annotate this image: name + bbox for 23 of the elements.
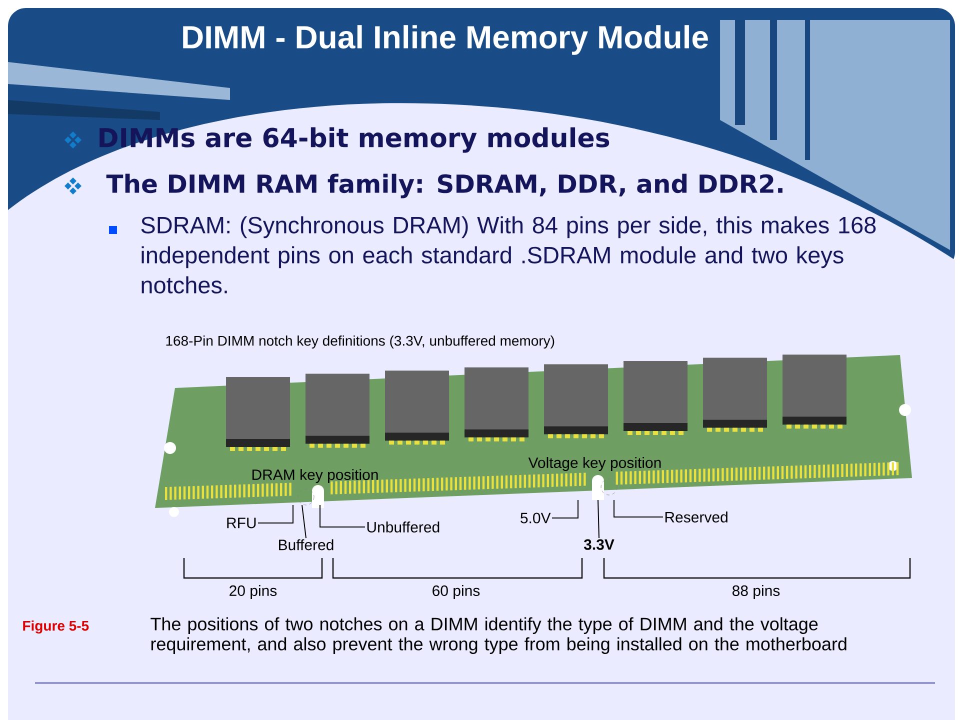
leader-line [302, 504, 306, 538]
slide-title: DIMM - Dual Inline Memory Module [183, 25, 708, 55]
leader-label: 3.3V [584, 539, 614, 550]
figure-number: Figure 5-5 [23, 620, 89, 634]
bullet-text: The DIMM RAM family: SDRAM, DDR, and DDR2. [106, 174, 782, 198]
leader-label: Buffered [279, 539, 334, 550]
figure-heading: 168-Pin DIMM notch key definitions (3.3V, unbuffered memory) [166, 335, 554, 349]
leader-label: RFU [227, 518, 256, 528]
dimension-label: 60 pins [432, 585, 480, 599]
dimension-label: 20 pins [230, 585, 277, 599]
leader-label: Unbuffered [367, 522, 440, 532]
leader-line [598, 500, 600, 538]
bullet-text: SDRAM: (Synchronous DRAM) With 84 pins per side, this makes 168 independent pins on each standard .SDRAM module and two keys notches. [141, 216, 876, 294]
dimension-label: 88 pins [732, 585, 780, 599]
figure-caption: The positions of two notches on a DIMM identify the type of DIMM and the voltage requirement, and also prevent the wrong type from being installed on the motherboard [150, 617, 846, 654]
leader-label: Reserved [665, 512, 728, 522]
leader-line [320, 504, 366, 528]
leader-line [552, 500, 578, 518]
leader-line [258, 504, 294, 524]
key-label: Voltage key position [528, 457, 661, 471]
key-label: DRAM key position [252, 469, 378, 483]
leader-line [614, 500, 664, 518]
leader-label: 5.0V [520, 512, 551, 524]
